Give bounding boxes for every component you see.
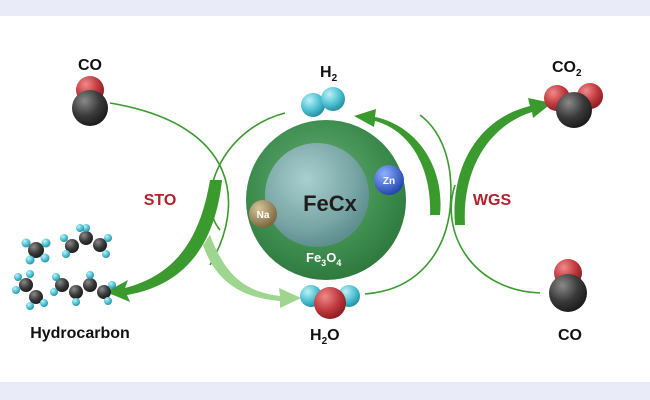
wgs-thin-arc-right — [450, 184, 541, 294]
h2o-label: H2O — [310, 327, 340, 347]
co-molecule-icon — [549, 259, 587, 312]
zn-label: Zn — [383, 176, 395, 187]
co-bottom-right-label: CO — [558, 327, 582, 344]
sto-arrow — [106, 180, 222, 302]
na-promoter — [249, 200, 277, 228]
co2-label: CO2 — [552, 59, 582, 79]
sto-thin-arc — [109, 102, 230, 266]
h2-release-arrow — [354, 109, 441, 215]
core-label: FeCx — [303, 191, 358, 216]
hydrocarbon-cluster-icon — [12, 224, 116, 310]
co-top-left-label: CO — [78, 57, 102, 74]
sto-label: STO — [144, 192, 177, 209]
catalyst-particle-icon — [246, 120, 406, 280]
shell-label: Fe3O4 — [306, 250, 341, 268]
wgs-label: WGS — [473, 192, 512, 209]
zn-promoter — [374, 165, 404, 195]
co-molecule-icon — [72, 76, 108, 126]
h2o-light-arrow — [203, 235, 301, 308]
h2o-molecule-icon — [300, 285, 360, 319]
co2-molecule-icon — [544, 83, 603, 128]
hydrocarbon-label: Hydrocarbon — [30, 325, 130, 342]
h2-molecule-icon — [301, 87, 345, 117]
fecx-core — [265, 143, 369, 247]
wgs-thin-arc-left — [364, 114, 452, 295]
na-label: Na — [257, 210, 270, 221]
wgs-arrow — [454, 98, 552, 225]
h2-label: H2 — [320, 64, 338, 84]
